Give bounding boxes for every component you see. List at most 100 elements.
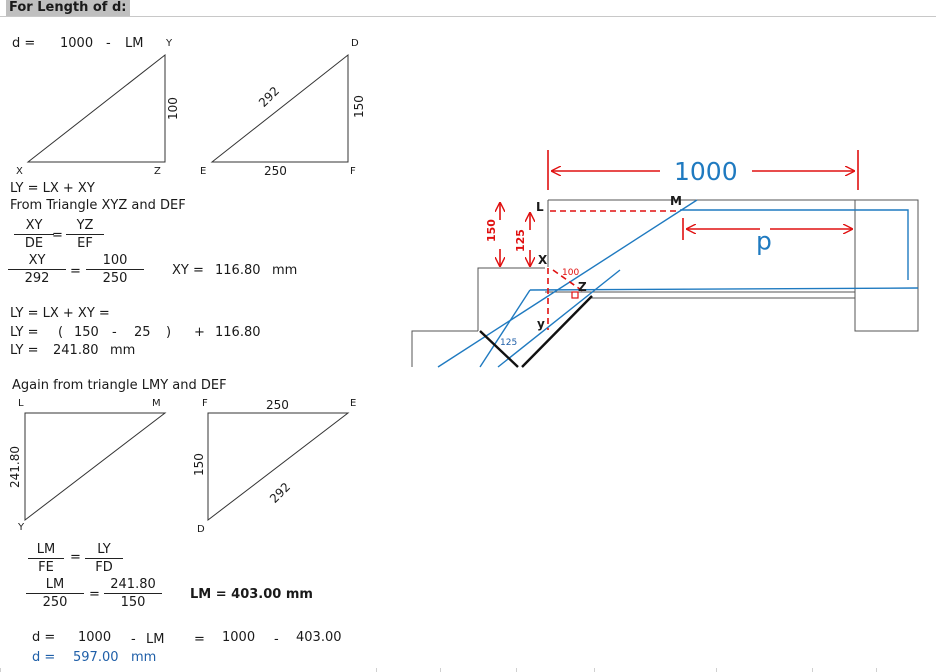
- lm-frac1-left: LM FE: [28, 542, 64, 575]
- figure-label-m: M: [670, 194, 682, 208]
- final-l2-lhs: d =: [32, 650, 56, 665]
- lm-frac1-right-den: FD: [95, 560, 113, 575]
- eq1-v1: 1000: [60, 36, 94, 51]
- eq1-v2: LM: [125, 36, 144, 51]
- ly-line2-b: 25: [134, 325, 151, 340]
- lm-frac1-left-num: LM: [28, 542, 64, 559]
- frac1-left-num: XY: [14, 218, 54, 235]
- tri-xyz-y: Y: [166, 38, 173, 49]
- dim-150-label: 150: [485, 219, 498, 242]
- tri-fed-hyp: 292: [267, 479, 294, 506]
- ly-line2-lhs: LY =: [10, 325, 39, 340]
- lm-frac2-left-den: 250: [42, 595, 68, 610]
- frac1-left: XY DE: [14, 218, 54, 251]
- frac1-right-den: EF: [77, 236, 93, 251]
- ly-lx-xy: LY = LX + XY: [10, 181, 95, 196]
- ly-line2-close: ): [166, 325, 172, 340]
- tri-fed-d: D: [197, 524, 205, 535]
- final-l1-op2: -: [274, 632, 279, 647]
- tri-fed-base: 250: [266, 398, 289, 412]
- frac2-left-num: XY: [8, 253, 66, 270]
- final-l1-v1: 1000: [78, 630, 112, 645]
- xy-result-label: XY =: [172, 263, 204, 278]
- dim-d-label: d: [756, 230, 772, 259]
- header-bar: For Length of d:: [0, 0, 936, 17]
- final-l1-v4: 403.00: [296, 630, 342, 645]
- dim-1000-label: 1000: [674, 157, 738, 186]
- figure-label-x: X: [538, 253, 548, 267]
- tri-def-base: 250: [264, 164, 287, 178]
- grid-tick: [716, 668, 717, 672]
- tri-def-e: E: [200, 166, 207, 177]
- figure-label-125: 125: [500, 338, 518, 348]
- grid-tick: [812, 668, 813, 672]
- frac1-eq: =: [52, 228, 63, 243]
- tri-def-d: D: [351, 38, 359, 49]
- frac1-left-den: DE: [24, 236, 44, 251]
- xy-result-value: 116.80: [215, 263, 261, 278]
- figure-label-z: Z: [578, 280, 587, 294]
- ly-line2-op: -: [112, 325, 117, 340]
- tri-def-f: F: [350, 166, 356, 177]
- tri-lmy-l: L: [18, 398, 24, 409]
- lm-frac2-right-den: 150: [120, 595, 146, 610]
- tri-lmy-y: Y: [18, 522, 25, 533]
- frac2-right-num: 100: [86, 253, 144, 270]
- tri-lmy-side: 241.80: [8, 446, 22, 488]
- lm-frac1-right: LY FD: [85, 542, 123, 575]
- final-l1-v2: LM: [146, 632, 165, 647]
- grid-tick: [440, 668, 441, 672]
- figure-label-100: 100: [562, 268, 580, 278]
- lm-frac2-right: 241.80 150: [104, 577, 162, 610]
- ly-line3-val: 241.80: [53, 343, 99, 358]
- frac2-right-den: 250: [102, 271, 128, 286]
- tri-fed-side: 150: [192, 453, 206, 476]
- ly-line3-lhs: LY =: [10, 343, 39, 358]
- frac1-right-num: YZ: [66, 218, 104, 235]
- lm-frac2-eq: =: [89, 587, 100, 602]
- ly-line2-open: (: [58, 325, 64, 340]
- final-l2-val: 597.00: [73, 650, 119, 665]
- grid-tick: [876, 668, 877, 672]
- tri-xyz-x: X: [16, 166, 23, 177]
- grid-tick: [376, 668, 377, 672]
- again-text: Again from triangle LMY and DEF: [12, 378, 227, 393]
- final-l2-unit: mm: [131, 650, 157, 665]
- frac2-right: 100 250: [86, 253, 144, 286]
- tri-def-side: 150: [352, 95, 366, 118]
- ly-line2-a: 150: [74, 325, 99, 340]
- tri-fed-f: F: [202, 398, 208, 409]
- lm-frac2-right-num: 241.80: [104, 577, 162, 594]
- eq1-lhs: d =: [12, 36, 36, 51]
- figure-label-l: L: [536, 200, 544, 214]
- ly-line3-unit: mm: [110, 343, 136, 358]
- lm-frac1-left-den: FE: [38, 560, 54, 575]
- lm-frac2-left: LM 250: [26, 577, 84, 610]
- tri-xyz-side: 100: [166, 97, 180, 120]
- tri-fed-e: E: [350, 398, 357, 409]
- frac2-left-den: 292: [24, 271, 50, 286]
- xy-result-unit: mm: [272, 263, 298, 278]
- lm-frac1-right-num: LY: [85, 542, 123, 559]
- figure-label-y: y: [537, 317, 545, 331]
- final-l1-lhs: d =: [32, 630, 56, 645]
- eq1-op: -: [106, 36, 111, 51]
- final-l1-op: -: [131, 632, 136, 647]
- lm-result: LM = 403.00 mm: [190, 587, 313, 602]
- ly-line1: LY = LX + XY =: [10, 306, 110, 321]
- final-l1-eq: =: [194, 632, 205, 647]
- lm-frac1-eq: =: [70, 550, 81, 565]
- tri-lmy-m: M: [152, 398, 161, 409]
- black-lines: [479, 295, 593, 368]
- grid-tick: [516, 668, 517, 672]
- tri-def-hyp: 292: [256, 83, 283, 110]
- frac2-eq: =: [70, 264, 81, 279]
- page-title: For Length of d:: [6, 0, 130, 16]
- frac2-left: XY 292: [8, 253, 66, 286]
- dim-125-label: 125: [514, 229, 527, 252]
- lm-frac2-left-num: LM: [26, 577, 84, 594]
- final-l1-v3: 1000: [222, 630, 256, 645]
- frac1-right: YZ EF: [66, 218, 104, 251]
- grid-tick: [594, 668, 595, 672]
- tri-xyz-z: Z: [154, 166, 161, 177]
